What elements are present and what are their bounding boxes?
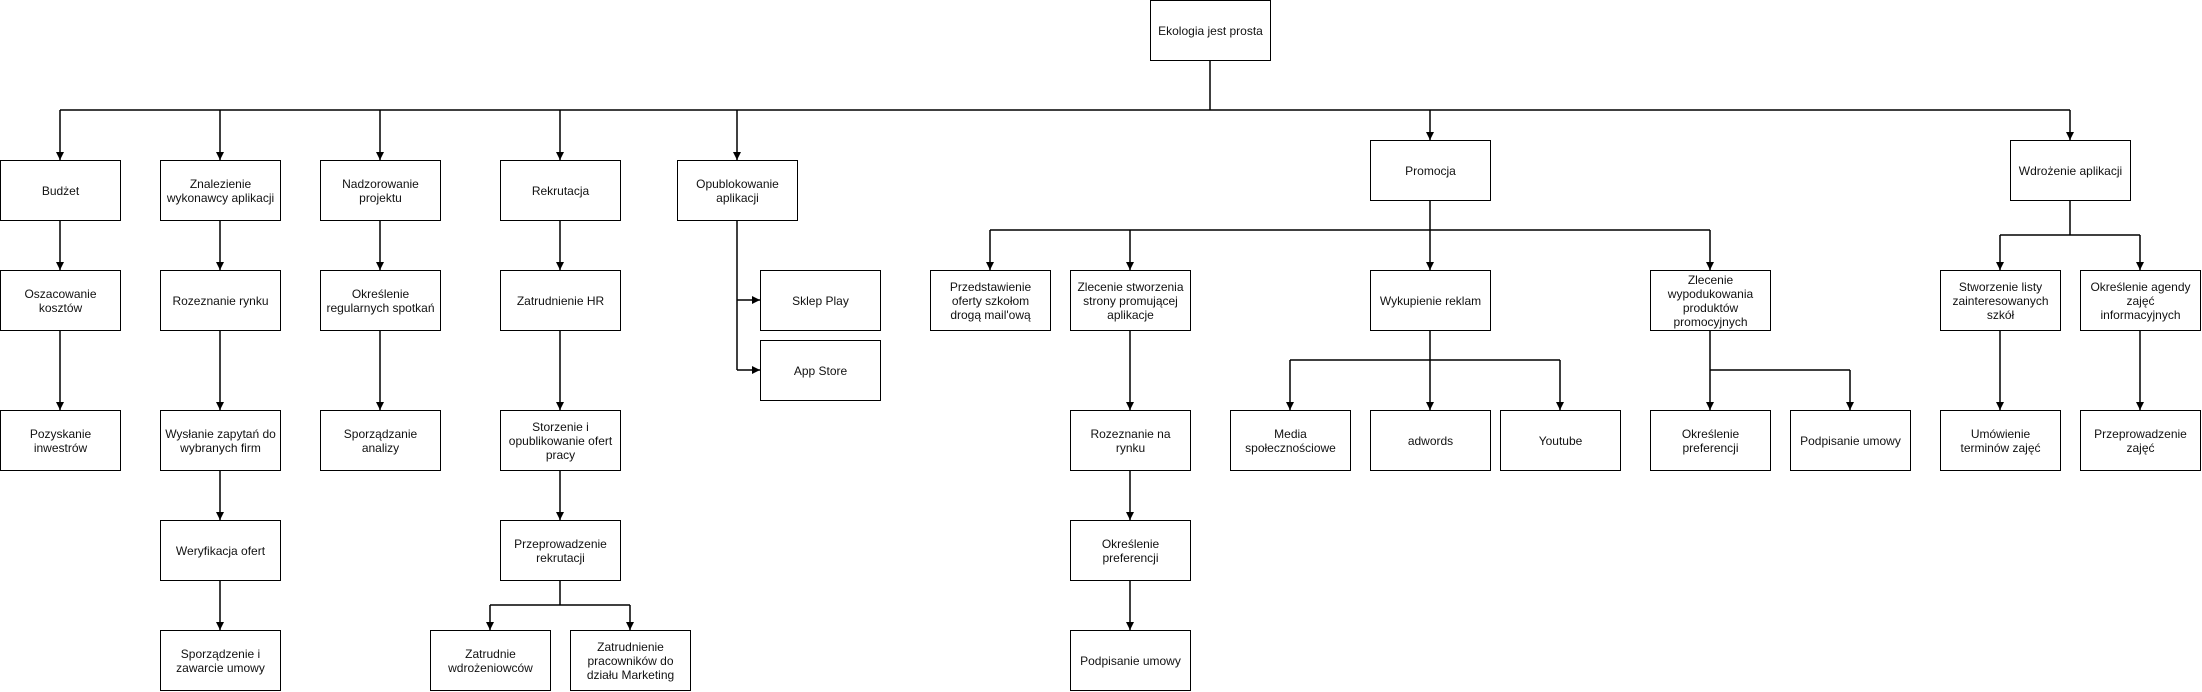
node-wdrozenie: Wdrożenie aplikacji (2010, 140, 2131, 201)
node-opublikowanie: Opublokowanie aplikacji (677, 160, 798, 221)
node-sklep-play-label: Sklep Play (792, 293, 849, 308)
node-przeprowadzenie-zajec: Przeprowadzenie zajęć (2080, 410, 2201, 471)
node-weryfikacja: Weryfikacja ofert (160, 520, 281, 581)
node-rozeznanie-na-rynku: Rozeznanie na rynku (1070, 410, 1191, 471)
node-rozeznanie-rynku: Rozeznanie rynku (160, 270, 281, 331)
node-root-label: Ekologia jest prosta (1158, 23, 1263, 38)
node-stworzenie-ofert: Storzenie i opublikowanie ofert pracy (500, 410, 621, 471)
node-przeprowadzenie-rekrutacji-label: Przeprowadzenie rekrutacji (514, 536, 607, 565)
node-podpisanie-1: Podpisanie umowy (1070, 630, 1191, 691)
node-media: Media społecznościowe (1230, 410, 1351, 471)
node-rozeznanie-na-rynku-label: Rozeznanie na rynku (1090, 426, 1171, 455)
node-sporzadzenie-umowy-label: Sporządzenie i zawarcie umowy (176, 646, 265, 675)
node-wyslanie: Wysłanie zapytań do wybranych firm (160, 410, 281, 471)
node-promocja: Promocja (1370, 140, 1491, 201)
node-umowienie-label: Umówienie terminów zajęć (1960, 426, 2041, 455)
node-okreslenie-pref-1-label: Określenie preferencji (1101, 536, 1160, 565)
node-przeprowadzenie-zajec-label: Przeprowadzenie zajęć (2094, 426, 2187, 455)
node-wykupienie: Wykupienie reklam (1370, 270, 1491, 331)
node-okreslenie-spotkan-label: Określenie regularnych spotkań (326, 286, 435, 315)
node-pozyskanie: Pozyskanie inwestrów (0, 410, 121, 471)
node-okreslenie-agendy: Określenie agendy zajęć informacyjnych (2080, 270, 2201, 331)
node-youtube-label: Youtube (1538, 433, 1583, 448)
node-opublikowanie-label: Opublokowanie aplikacji (696, 176, 779, 205)
node-app-store: App Store (760, 340, 881, 401)
node-podpisanie-1-label: Podpisanie umowy (1080, 653, 1181, 668)
node-zlecenie-produktow: Zlecenie wypodukowania produktów promocy… (1650, 270, 1771, 331)
node-podpisanie-2: Podpisanie umowy (1790, 410, 1911, 471)
node-stworzenie-listy: Stworzenie listy zainteresowanych szkół (1940, 270, 2061, 331)
node-okreslenie-pref-2-label: Określenie preferencji (1681, 426, 1740, 455)
node-budzet: Budżet (0, 160, 121, 221)
node-stworzenie-listy-label: Stworzenie listy zainteresowanych szkół (1952, 279, 2049, 322)
node-oszacowanie-label: Oszacowanie kosztów (24, 286, 97, 315)
node-okreslenie-pref-2: Określenie preferencji (1650, 410, 1771, 471)
node-sporzadzanie-analizy: Sporządzanie analizy (320, 410, 441, 471)
node-media-label: Media społecznościowe (1245, 426, 1336, 455)
node-okreslenie-agendy-label: Określenie agendy zajęć informacyjnych (2090, 279, 2191, 322)
node-oszacowanie: Oszacowanie kosztów (0, 270, 121, 331)
node-przedstawienie: Przedstawienie oferty szkołom drogą mail… (930, 270, 1051, 331)
node-okreslenie-spotkan: Określenie regularnych spotkań (320, 270, 441, 331)
node-znalezienie-label: Znalezienie wykonawcy aplikacji (166, 176, 275, 205)
node-sporzadzanie-analizy-label: Sporządzanie analizy (343, 426, 418, 455)
node-zatrudnienie-hr-label: Zatrudnienie HR (516, 293, 605, 308)
node-zatrudnie-wdrozeniowcow-label: Zatrudnie wdrożeniowców (448, 646, 533, 675)
node-zatrudnienie-marketing-label: Zatrudnienie pracowników do działu Marke… (586, 639, 675, 682)
node-umowienie: Umówienie terminów zajęć (1940, 410, 2061, 471)
node-nadzorowanie-label: Nadzorowanie projektu (342, 176, 419, 205)
node-zatrudnienie-marketing: Zatrudnienie pracowników do działu Marke… (570, 630, 691, 691)
node-sklep-play: Sklep Play (760, 270, 881, 331)
node-rozeznanie-rynku-label: Rozeznanie rynku (172, 293, 269, 308)
node-promocja-label: Promocja (1405, 163, 1456, 178)
node-youtube: Youtube (1500, 410, 1621, 471)
node-wdrozenie-label: Wdrożenie aplikacji (2018, 163, 2123, 178)
node-zatrudnie-wdrozeniowcow: Zatrudnie wdrożeniowców (430, 630, 551, 691)
node-adwords-label: adwords (1407, 433, 1454, 448)
node-weryfikacja-label: Weryfikacja ofert (175, 543, 266, 558)
node-sporzadzenie-umowy: Sporządzenie i zawarcie umowy (160, 630, 281, 691)
node-zlecenie-strony: Zlecenie stworzenia strony promującej ap… (1070, 270, 1191, 331)
node-wykupienie-label: Wykupienie reklam (1379, 293, 1482, 308)
node-nadzorowanie: Nadzorowanie projektu (320, 160, 441, 221)
node-zlecenie-strony-label: Zlecenie stworzenia strony promującej ap… (1077, 279, 1184, 322)
node-rekrutacja-label: Rekrutacja (531, 183, 590, 198)
node-zlecenie-produktow-label: Zlecenie wypodukowania produktów promocy… (1667, 272, 1754, 329)
node-podpisanie-2-label: Podpisanie umowy (1800, 433, 1901, 448)
node-zatrudnienie-hr: Zatrudnienie HR (500, 270, 621, 331)
node-budzet-label: Budżet (41, 183, 80, 198)
node-przedstawienie-label: Przedstawienie oferty szkołom drogą mail… (949, 279, 1032, 322)
node-stworzenie-ofert-label: Storzenie i opublikowanie ofert pracy (508, 419, 613, 462)
node-pozyskanie-label: Pozyskanie inwestrów (29, 426, 92, 455)
node-znalezienie: Znalezienie wykonawcy aplikacji (160, 160, 281, 221)
node-wyslanie-label: Wysłanie zapytań do wybranych firm (165, 426, 276, 455)
node-przeprowadzenie-rekrutacji: Przeprowadzenie rekrutacji (500, 520, 621, 581)
node-app-store-label: App Store (793, 363, 848, 378)
node-rekrutacja: Rekrutacja (500, 160, 621, 221)
node-adwords: adwords (1370, 410, 1491, 471)
node-root: Ekologia jest prosta (1150, 0, 1271, 61)
node-okreslenie-pref-1: Określenie preferencji (1070, 520, 1191, 581)
